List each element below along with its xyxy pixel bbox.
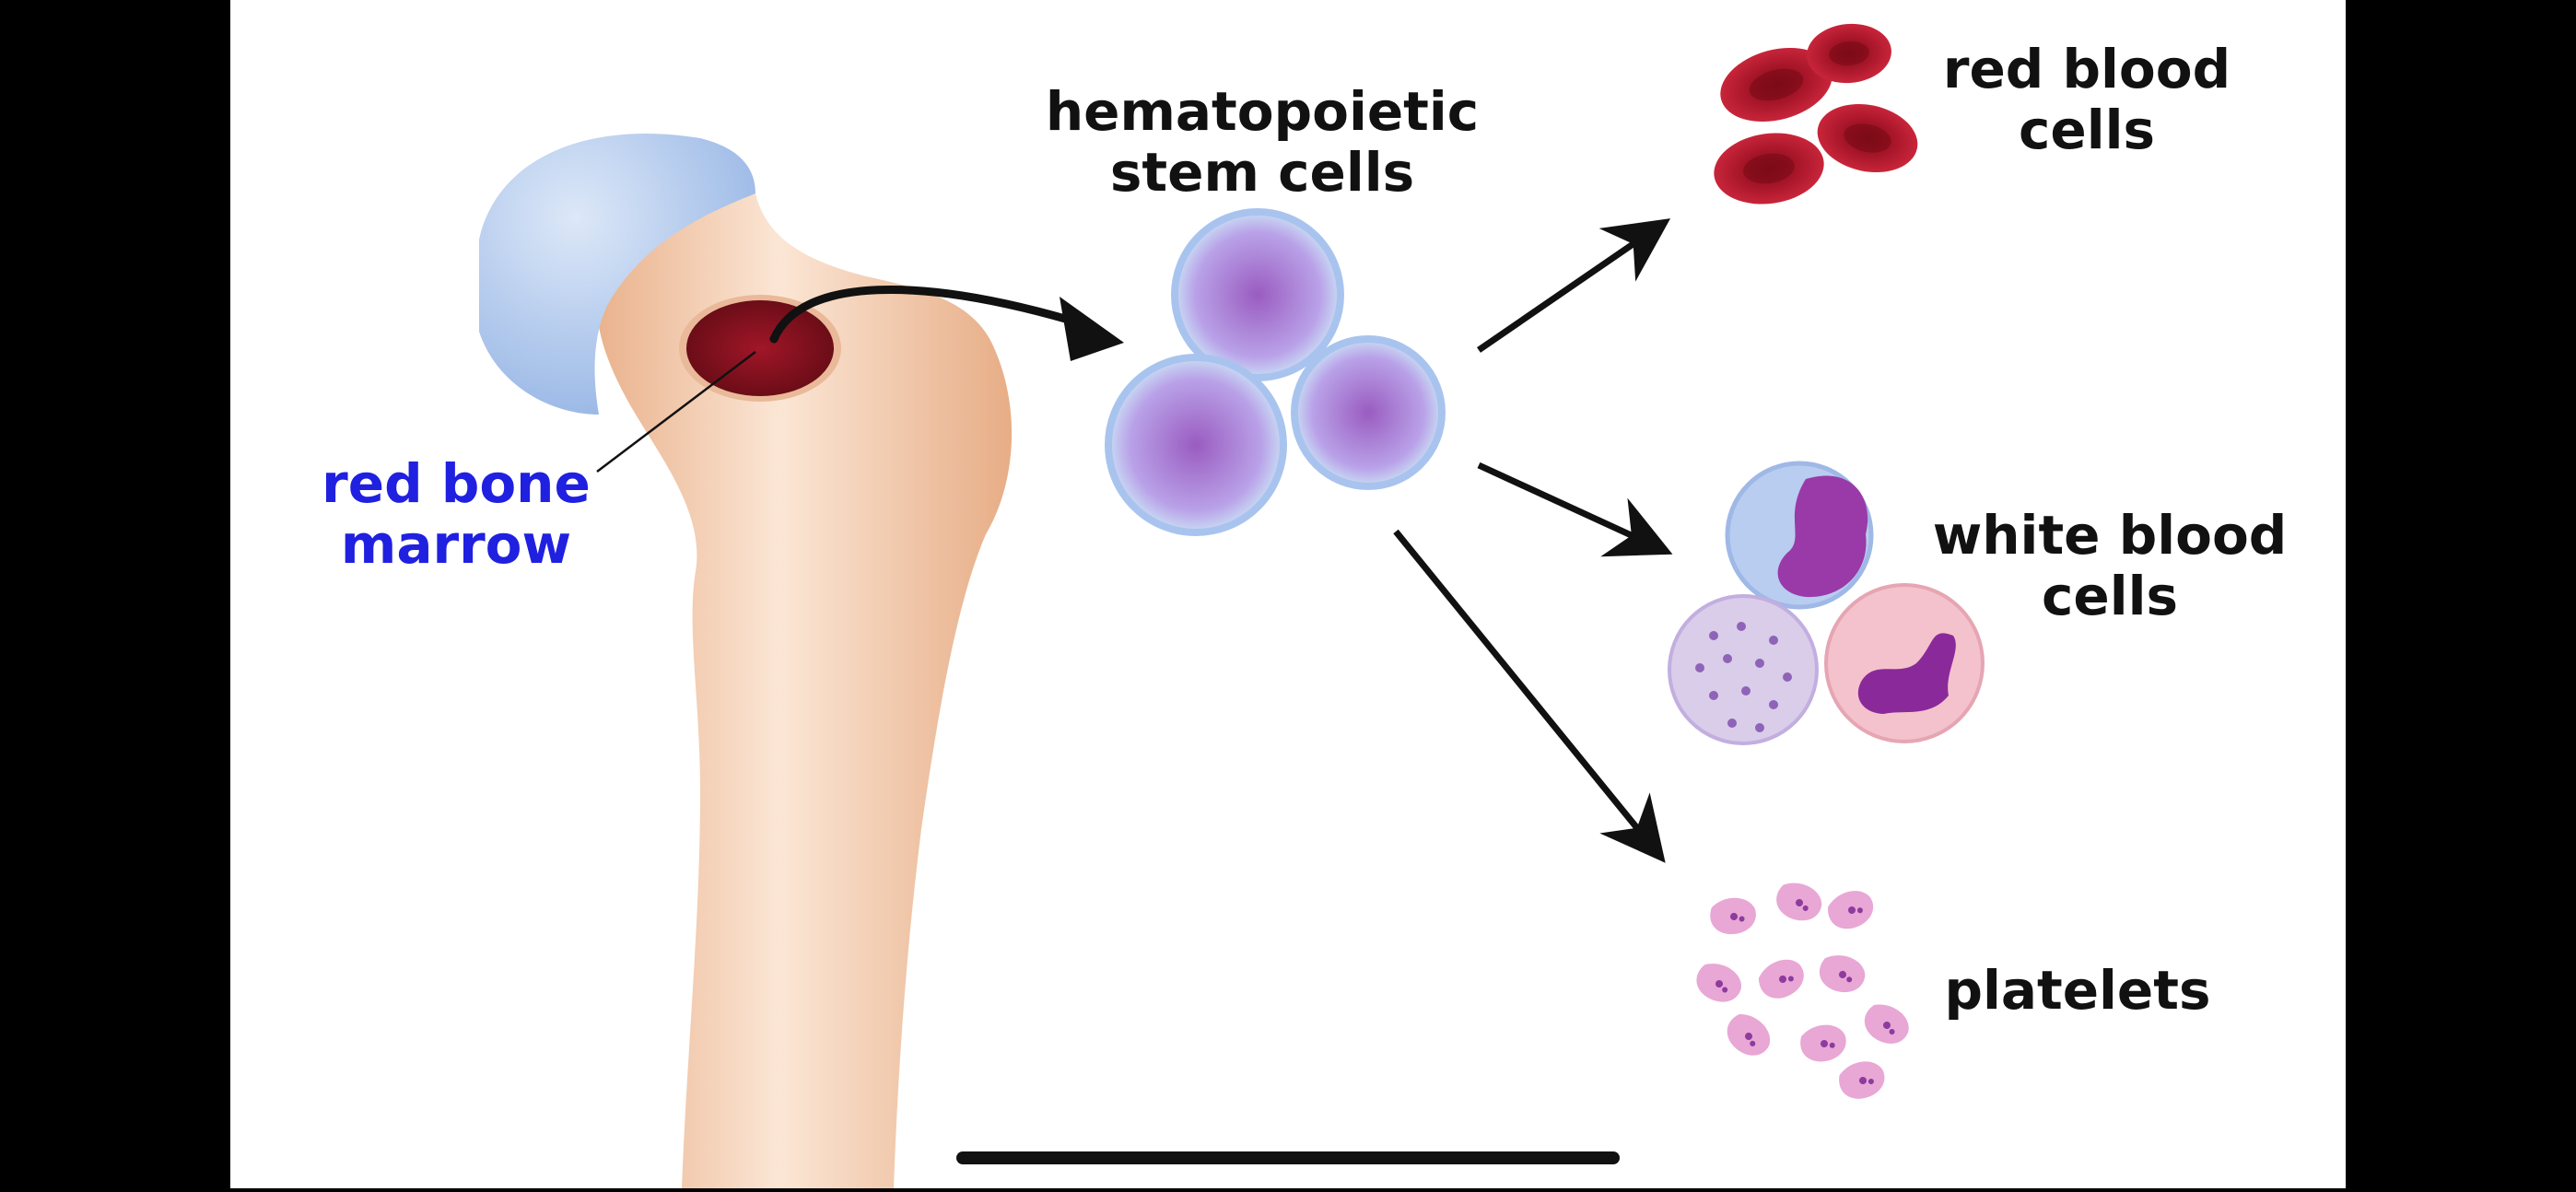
stem-cell [1291, 335, 1446, 490]
granulocyte-granules [1695, 622, 1792, 732]
white-blood-cells-label-line1: white blood [1932, 504, 2288, 567]
red-blood-cells-label: red blood cells [1926, 39, 2248, 160]
home-indicator-bar[interactable] [956, 1151, 1620, 1164]
hematopoietic-stem-cells-label-line1: hematopoietic [1045, 80, 1480, 143]
stem-cell [1171, 208, 1344, 381]
red-bone-marrow-label: red bone marrow [318, 453, 594, 575]
hematopoietic-stem-cells-label-line2: stem cells [1109, 141, 1415, 205]
neutrophil-nucleus [1857, 633, 1956, 714]
femur-bone [479, 133, 1013, 1188]
white-blood-cells-label: white blood cells [1916, 505, 2303, 626]
marrow-leader-line [596, 351, 756, 473]
arrow-to-white-blood-cells [1477, 462, 1673, 557]
arrow-to-platelets [1393, 529, 1666, 863]
red-bone-marrow-label-line2: marrow [340, 513, 572, 577]
granulocyte-cell [1668, 594, 1819, 745]
platelets-group [1696, 882, 1909, 1099]
stem-cell-cluster [1105, 208, 1446, 536]
femoral-head-cartilage [479, 133, 755, 415]
red-blood-cells-label-line2: cells [2018, 99, 2155, 162]
marrow-to-stem-arrowhead [1060, 297, 1124, 361]
stem-cell [1105, 354, 1287, 536]
platelets-label: platelets [1944, 959, 2211, 1022]
red-bone-marrow-region [686, 300, 834, 396]
white-blood-cells-group [1668, 461, 1985, 745]
marrow-to-stem-arrow [769, 286, 1083, 344]
lymphocyte-nucleus [1777, 475, 1868, 598]
white-blood-cells-label-line2: cells [2041, 565, 2178, 628]
hematopoietic-stem-cells-label: hematopoietic stem cells [1036, 81, 1488, 203]
arrow-to-red-blood-cells [1477, 218, 1671, 353]
red-blood-cells-group [1714, 23, 1918, 205]
red-blood-cells-label-line1: red blood [1942, 38, 2231, 100]
red-bone-marrow-label-line1: red bone [322, 452, 591, 515]
femur-shaft [590, 180, 1013, 1188]
